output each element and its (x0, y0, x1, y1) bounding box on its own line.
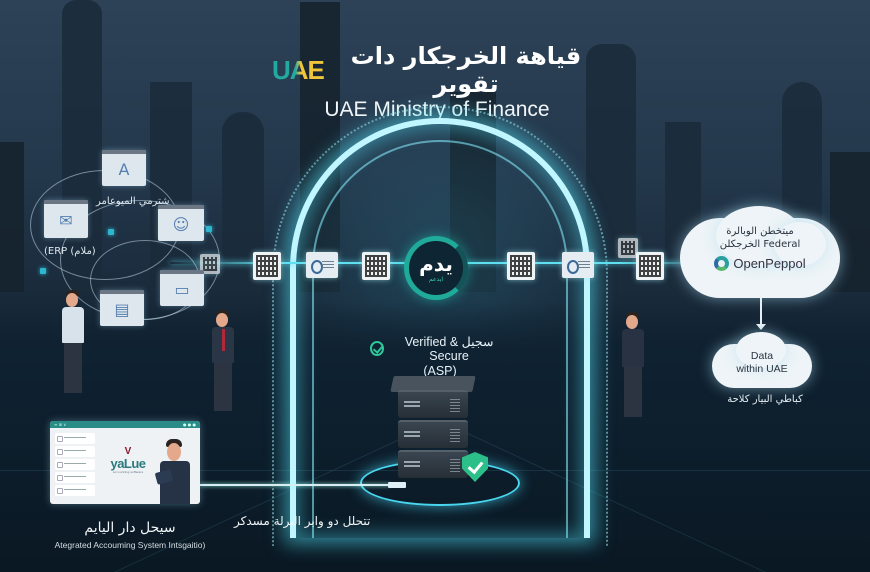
server-unit-icon (398, 450, 468, 478)
app-window-accounting: A (102, 150, 146, 186)
app-window-support: ☺ (158, 205, 204, 241)
federal-cloud-line2: الخرجكلن Federal (719, 239, 801, 250)
app-sidebar-item (55, 446, 95, 457)
accounting-icon: A (118, 159, 130, 179)
documents-icon: ▤ (114, 299, 130, 319)
network-node (40, 268, 46, 274)
qr-code-icon (507, 252, 535, 280)
usb-connector-icon (388, 482, 406, 488)
server-unit-icon (398, 390, 468, 418)
openpeppol-logo-icon (714, 256, 730, 271)
verified-text: Verified & سجيل Secure (404, 335, 494, 363)
app-bar-icons-left: ≡ ⊞ ∨ (54, 422, 67, 427)
asp-label: (ASP) (423, 364, 457, 378)
app-sidebar-item (55, 472, 95, 483)
check-circle-icon (370, 341, 385, 356)
qr-code-icon (253, 252, 281, 280)
monitor-document-icon: ▭ (174, 279, 190, 299)
invoice-document-icon (562, 252, 594, 278)
qr-code-icon (636, 252, 664, 280)
app-window-documents: ▤ (100, 290, 144, 326)
network-node (206, 226, 212, 232)
data-residency-text: Data within UAE (712, 350, 812, 376)
network-node (108, 229, 114, 235)
app-window-monitor: ▭ (160, 270, 204, 306)
data-residency-line1: Data (750, 350, 774, 362)
connection-caption: تتحلل دو وابر البرلة مسدكر (234, 514, 371, 528)
qr-code-icon (618, 238, 638, 258)
yalue-logo-mark: V (124, 446, 132, 457)
app-sidebar-item (55, 459, 95, 470)
title-row: UAE قياهة الخرجكار دات تقوير (272, 42, 602, 98)
badge-subtext: ايدعم (428, 275, 444, 283)
center-badge: يدم ايدعم (404, 236, 468, 300)
app-sidebar-item (55, 433, 95, 444)
yalue-logo-tagline: accounting software (112, 470, 144, 474)
federal-cloud-line1: ميتخطن الوبالرة (726, 226, 794, 237)
federal-cloud-text: ميتخطن الوبالرة الخرجكلن Federal OpenPep… (680, 226, 840, 271)
data-residency-line2: within UAE (736, 363, 788, 375)
server-unit-icon (398, 420, 468, 448)
yalue-logo-text: yaLue (110, 456, 146, 471)
uae-logo: UAE (272, 54, 325, 85)
accounting-app-window: ≡ ⊞ ∨ ● ● ● V yaLue accounting software (50, 421, 200, 504)
openpeppol-label: OpenPeppol (733, 256, 806, 271)
badge-logo-text: يدم (419, 251, 453, 276)
app-sidebar-item (55, 485, 95, 496)
openpeppol-brand: OpenPeppol (680, 256, 840, 271)
app-title-bar: ≡ ⊞ ∨ ● ● ● (50, 421, 200, 428)
yalue-logo: V yaLue accounting software (110, 446, 146, 475)
label-top-cluster: شترمي الميوعامر (96, 196, 170, 207)
app-window-email: ✉ (44, 200, 88, 238)
accounting-caption-arabic: سيحل دار اليايم (84, 520, 176, 536)
arch-inner-ring (312, 140, 568, 538)
support-agent-icon: ☺ (172, 214, 190, 234)
federal-cloud-bump (774, 222, 826, 266)
digital-gateway-arch (272, 106, 608, 546)
page-title-arabic: قياهة الخرجكار دات تقوير (350, 42, 582, 98)
window-controls: ● ● ● (182, 422, 196, 427)
header: UAE قياهة الخرجكار دات تقوير UAE Ministr… (272, 42, 602, 122)
label-erp: (ERP (ملام) (44, 246, 96, 257)
right-caption: كباطي البيار كلاحة (727, 394, 803, 405)
connection-cable (200, 484, 390, 486)
qr-code-icon (362, 252, 390, 280)
app-sidebar-list (55, 433, 95, 498)
arrow-down-icon (756, 298, 766, 330)
data-residency-cloud-bump (736, 332, 786, 368)
skyline-tower (0, 142, 24, 292)
email-cloud-icon: ✉ (59, 210, 73, 230)
accounting-caption-english: Ategrated Accouming System Intsgaitio) (54, 540, 206, 550)
verified-row: Verified & سجيل Secure (370, 334, 510, 363)
verified-secure-label: Verified & سجيل Secure (ASP) (370, 334, 510, 378)
arch-ring (290, 118, 590, 538)
invoice-document-icon (306, 252, 338, 278)
arch-dotted-outline (272, 106, 608, 546)
